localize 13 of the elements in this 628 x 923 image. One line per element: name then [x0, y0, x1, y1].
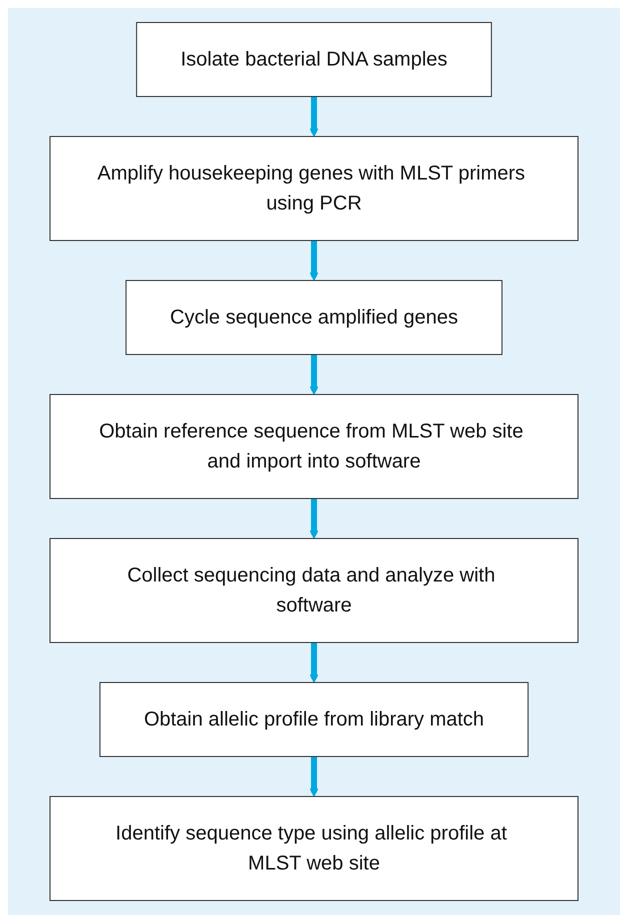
arrow — [310, 756, 318, 797]
node-box: Amplify housekeeping genes with MLST primers using PCR — [50, 136, 578, 241]
node-box: Identify sequence type using allelic profile at MLST web site — [50, 796, 578, 901]
node-box: Cycle sequence amplified genes — [126, 280, 502, 355]
node-box: Isolate bacterial DNA samples — [136, 22, 492, 97]
arrow — [310, 498, 318, 539]
arrow — [310, 354, 318, 395]
arrow — [310, 96, 318, 137]
node-box: Collect sequencing data and analyze with software — [50, 538, 578, 643]
arrow — [310, 642, 318, 683]
node-box: Obtain reference sequence from MLST web site and import into software — [50, 394, 578, 499]
arrow — [310, 240, 318, 281]
node-box: Obtain allelic profile from library match — [99, 682, 529, 757]
